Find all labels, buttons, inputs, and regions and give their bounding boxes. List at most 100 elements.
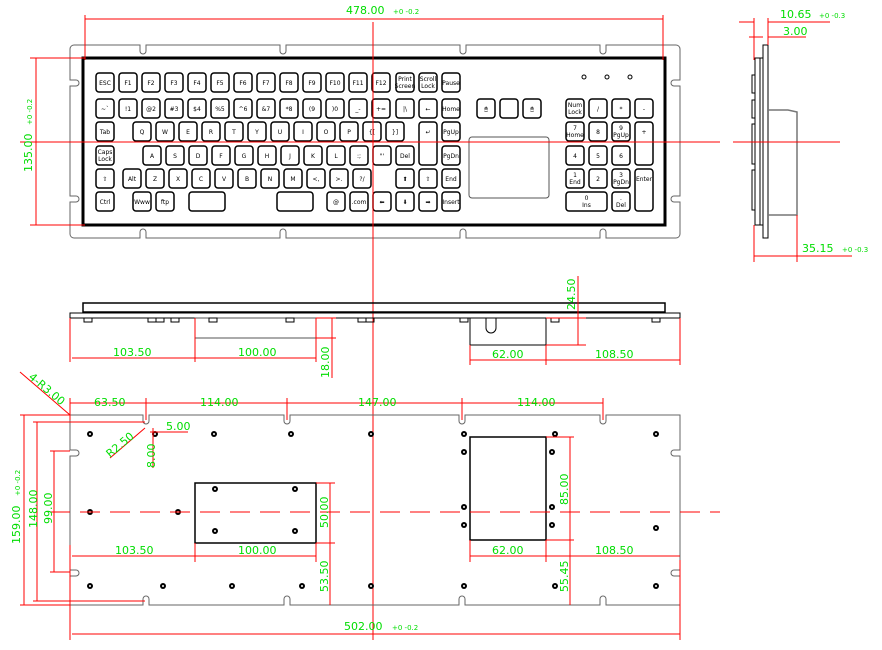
- key-cap: [565, 145, 585, 166]
- key: Y: [247, 121, 267, 142]
- key: F10: [325, 72, 345, 93]
- key-label: ➡: [425, 199, 430, 206]
- key: F2: [141, 72, 161, 93]
- key-label: <,: [313, 176, 320, 183]
- key-cap: [237, 168, 257, 189]
- key-cap: [211, 145, 231, 166]
- key-cap: [611, 191, 631, 212]
- key-cap: [441, 168, 461, 189]
- key: ftp: [155, 191, 175, 212]
- key-label: D: [196, 153, 201, 160]
- key: W: [155, 121, 175, 142]
- key-label: 4: [573, 153, 577, 160]
- key-label: F3: [170, 80, 177, 87]
- key-label: /: [597, 106, 600, 113]
- key-cap: [260, 168, 280, 189]
- key: ⬅: [372, 191, 392, 212]
- key: 4: [565, 145, 585, 166]
- dim-top-height-tol: +0 -0.2: [26, 99, 34, 125]
- key-label: Www: [134, 199, 150, 206]
- key-cap: [306, 168, 326, 189]
- key-label: Q: [140, 129, 145, 136]
- key-label: F: [219, 153, 223, 160]
- key-cap: [565, 168, 585, 189]
- key-cap: [565, 121, 585, 142]
- key-cap: [95, 168, 115, 189]
- key: U: [270, 121, 290, 142]
- key-cap: [329, 168, 349, 189]
- bottom-module: [469, 436, 547, 541]
- key: F: [211, 145, 231, 166]
- key-cap: [279, 72, 299, 93]
- key-label: F2: [147, 80, 154, 87]
- led-indicator: [604, 74, 610, 80]
- key: F1: [118, 72, 138, 93]
- key: T: [224, 121, 244, 142]
- key: .Del: [611, 191, 631, 212]
- key-cap: [168, 168, 188, 189]
- key: $4: [187, 98, 207, 119]
- key-label: R: [209, 129, 213, 136]
- key-cap: [326, 145, 346, 166]
- key-label: }]: [392, 129, 398, 136]
- front-view: [69, 276, 681, 378]
- key: F9: [302, 72, 322, 93]
- key-cap: [325, 72, 345, 93]
- key-cap: [155, 191, 175, 212]
- dim-side-total-tol: +0 -0.3: [842, 246, 868, 254]
- key-cap: [191, 168, 211, 189]
- key: Enter: [634, 168, 654, 212]
- key-cap: [395, 191, 415, 212]
- mouse-button: 🖱: [476, 98, 496, 119]
- key-label: H: [265, 153, 270, 160]
- key-label: 8: [596, 129, 600, 136]
- key: [188, 191, 226, 212]
- top-view-dimensions: [20, 15, 720, 640]
- key-label: U: [278, 129, 282, 136]
- dim-cut-height: 50.00: [318, 497, 331, 529]
- key-label: F8: [285, 80, 292, 87]
- key-cap: [201, 121, 221, 142]
- key-cap: [224, 121, 244, 142]
- stud-nut: [147, 317, 157, 323]
- key-cap: [565, 98, 585, 119]
- key-label: |\: [403, 106, 408, 113]
- key: .com: [349, 191, 369, 212]
- key-label: F9: [308, 80, 315, 87]
- key-label: L: [334, 153, 338, 160]
- key-cap: [352, 168, 372, 189]
- dim-bottom-width-tol: +0 -0.2: [392, 624, 418, 632]
- key-cap: [325, 98, 345, 119]
- key-cap: [95, 72, 115, 93]
- key-label: W: [162, 129, 168, 136]
- mouse-button-label: 🖱: [530, 106, 534, 113]
- key-cap: [316, 121, 336, 142]
- key-label: >.: [336, 176, 343, 183]
- key: <,: [306, 168, 326, 189]
- key-label: -: [643, 106, 645, 113]
- key: Ctrl: [95, 191, 115, 212]
- key-label: !1: [125, 106, 131, 113]
- dim-bottom-width: 502.00: [344, 620, 383, 633]
- dim-cut-left: 103.50: [115, 544, 154, 557]
- key-cap: [371, 98, 391, 119]
- bottom-view: [19, 371, 720, 640]
- key-label: F1: [124, 80, 131, 87]
- key-cap: [339, 121, 359, 142]
- key: ←: [418, 98, 438, 119]
- key-label: ?/: [359, 176, 365, 183]
- key-cap: [164, 72, 184, 93]
- dim-hole-x2: 114.00: [200, 396, 239, 409]
- key: P: [339, 121, 359, 142]
- key-cap: [418, 98, 438, 119]
- key: K: [303, 145, 323, 166]
- key: F11: [348, 72, 368, 93]
- key-label: G: [242, 153, 247, 160]
- key-label: K: [311, 153, 316, 160]
- key-label: F4: [193, 80, 200, 87]
